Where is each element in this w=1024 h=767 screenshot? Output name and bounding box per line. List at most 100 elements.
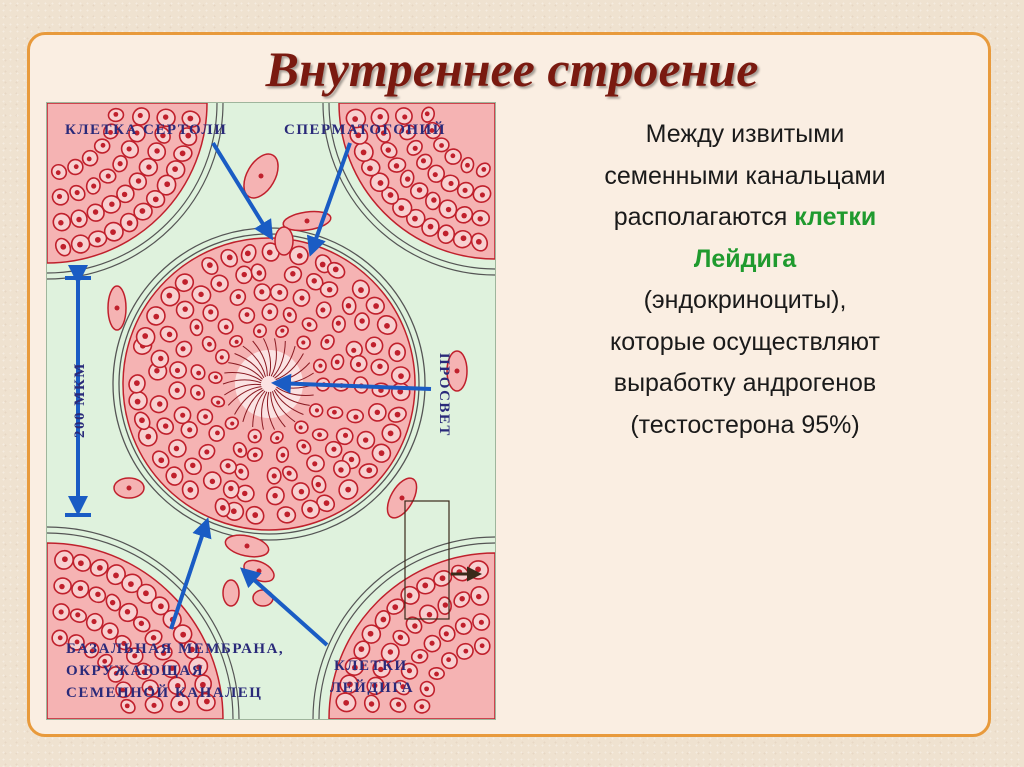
cell-nucleus <box>237 448 243 453</box>
cell-nucleus <box>405 129 411 135</box>
cell-nucleus <box>252 452 258 458</box>
cell-nucleus <box>215 430 220 436</box>
cell-nucleus <box>256 270 263 276</box>
description-line: выработку андрогенов <box>613 369 877 397</box>
cell-nucleus <box>225 463 231 469</box>
cell-nucleus <box>213 375 219 380</box>
sperm-tail <box>222 379 262 385</box>
cell-nucleus <box>209 478 216 485</box>
cell-nucleus <box>244 312 250 317</box>
cell-nucleus <box>311 278 317 284</box>
tubule-bottom-left <box>47 542 224 719</box>
label-membrane-line2: ОКРУЖАЮЩАЯ <box>66 663 205 679</box>
cell-nucleus <box>160 650 167 656</box>
cell-nucleus <box>417 653 423 659</box>
sperm-tail <box>234 387 263 415</box>
cell-nucleus <box>135 178 142 184</box>
cell-nucleus <box>89 648 95 654</box>
cell-nucleus <box>238 468 244 474</box>
cell-nucleus <box>348 456 355 463</box>
cell-nucleus <box>448 180 454 187</box>
scale-bar <box>65 265 91 517</box>
cell-nucleus <box>58 609 64 615</box>
cell-nucleus <box>216 281 223 287</box>
cell-nucleus <box>91 183 97 189</box>
cell-nucleus <box>152 196 159 203</box>
cell-nucleus <box>126 220 133 226</box>
cell-nucleus <box>406 668 413 674</box>
sperm-tail <box>270 338 277 377</box>
cell-nucleus <box>367 630 374 637</box>
cell-nucleus <box>180 412 186 418</box>
description-line: (тестостерона 95%) <box>630 410 860 439</box>
sperm-tail <box>224 372 262 382</box>
cell-nucleus <box>266 249 273 256</box>
label-leydig-line2: ЛЕЙДИГА <box>330 680 415 696</box>
cell-nucleus <box>132 653 138 659</box>
cell-nucleus <box>384 323 390 329</box>
cell-nucleus <box>314 408 320 413</box>
arrow-membrane <box>169 517 212 630</box>
cell-nucleus <box>280 452 286 458</box>
cell-nucleus <box>460 235 467 242</box>
cell-nucleus <box>422 582 429 589</box>
description-line: семенными канальцами <box>604 161 886 190</box>
cell-nucleus <box>429 128 435 133</box>
cell-nucleus <box>377 363 383 370</box>
cell-nucleus <box>385 147 391 153</box>
cell-nucleus <box>187 427 193 433</box>
cell-nucleus <box>194 324 200 330</box>
cell-nucleus <box>412 215 418 222</box>
cell-nucleus <box>355 361 362 367</box>
cell-nucleus <box>479 192 485 198</box>
cell-nucleus <box>280 328 285 333</box>
cell-nucleus <box>338 467 344 473</box>
cell-nucleus <box>100 142 106 148</box>
cell-nucleus <box>446 657 452 663</box>
cell-nucleus <box>198 291 204 298</box>
cell-nucleus <box>345 486 352 493</box>
cell-nucleus <box>412 623 418 629</box>
label-membrane-line3: СЕМЕННОЙ КАНАЛЕЦ <box>66 685 263 701</box>
sperm-tail <box>261 391 268 430</box>
cell-nucleus <box>402 114 408 120</box>
cell-nucleus <box>426 611 433 618</box>
cell-nucleus <box>134 380 140 386</box>
cell-nucleus <box>320 307 326 313</box>
sperm-tail <box>252 340 268 377</box>
cell-nucleus <box>332 266 339 273</box>
cell-nucleus <box>360 149 367 156</box>
cell-nucleus <box>230 421 235 426</box>
cell-nucleus <box>312 461 318 467</box>
cell-nucleus <box>142 333 149 339</box>
seminiferous-tubule-diagram: КЛЕТКА СЕРТОЛИ СПЕРМАТОГОНИЙ 200 МКМ ПРО… <box>46 102 496 720</box>
cell-nucleus <box>359 318 365 324</box>
sperm-tail <box>270 391 286 428</box>
cell-nucleus <box>137 112 143 119</box>
cell-nucleus <box>395 701 402 707</box>
cell-nucleus <box>257 329 262 334</box>
cell-nucleus <box>95 591 101 598</box>
arrow-leydig <box>240 567 329 647</box>
cell-nucleus <box>394 349 401 356</box>
cell-nucleus <box>223 324 229 330</box>
cell-nucleus <box>429 640 435 646</box>
cell-nucleus <box>370 342 377 348</box>
cell-nucleus <box>121 191 128 198</box>
description-line: которые осуществляют <box>610 327 880 356</box>
cell-nucleus <box>439 575 446 582</box>
cell-nucleus <box>113 111 119 117</box>
description-line: Между извитыми <box>645 120 845 148</box>
cell-nucleus <box>102 658 108 664</box>
sperm-tail <box>228 362 263 380</box>
cell-nucleus <box>332 409 337 415</box>
cell-nucleus <box>190 462 196 469</box>
cell-nucleus <box>334 359 340 365</box>
cell-nucleus <box>373 303 379 309</box>
cell-nucleus <box>387 430 394 437</box>
cell-nucleus <box>460 622 466 628</box>
cell-nucleus <box>200 681 206 688</box>
cell-nucleus <box>351 347 357 353</box>
label-scale: 200 МКМ <box>72 362 88 438</box>
cell-nucleus <box>120 687 126 693</box>
